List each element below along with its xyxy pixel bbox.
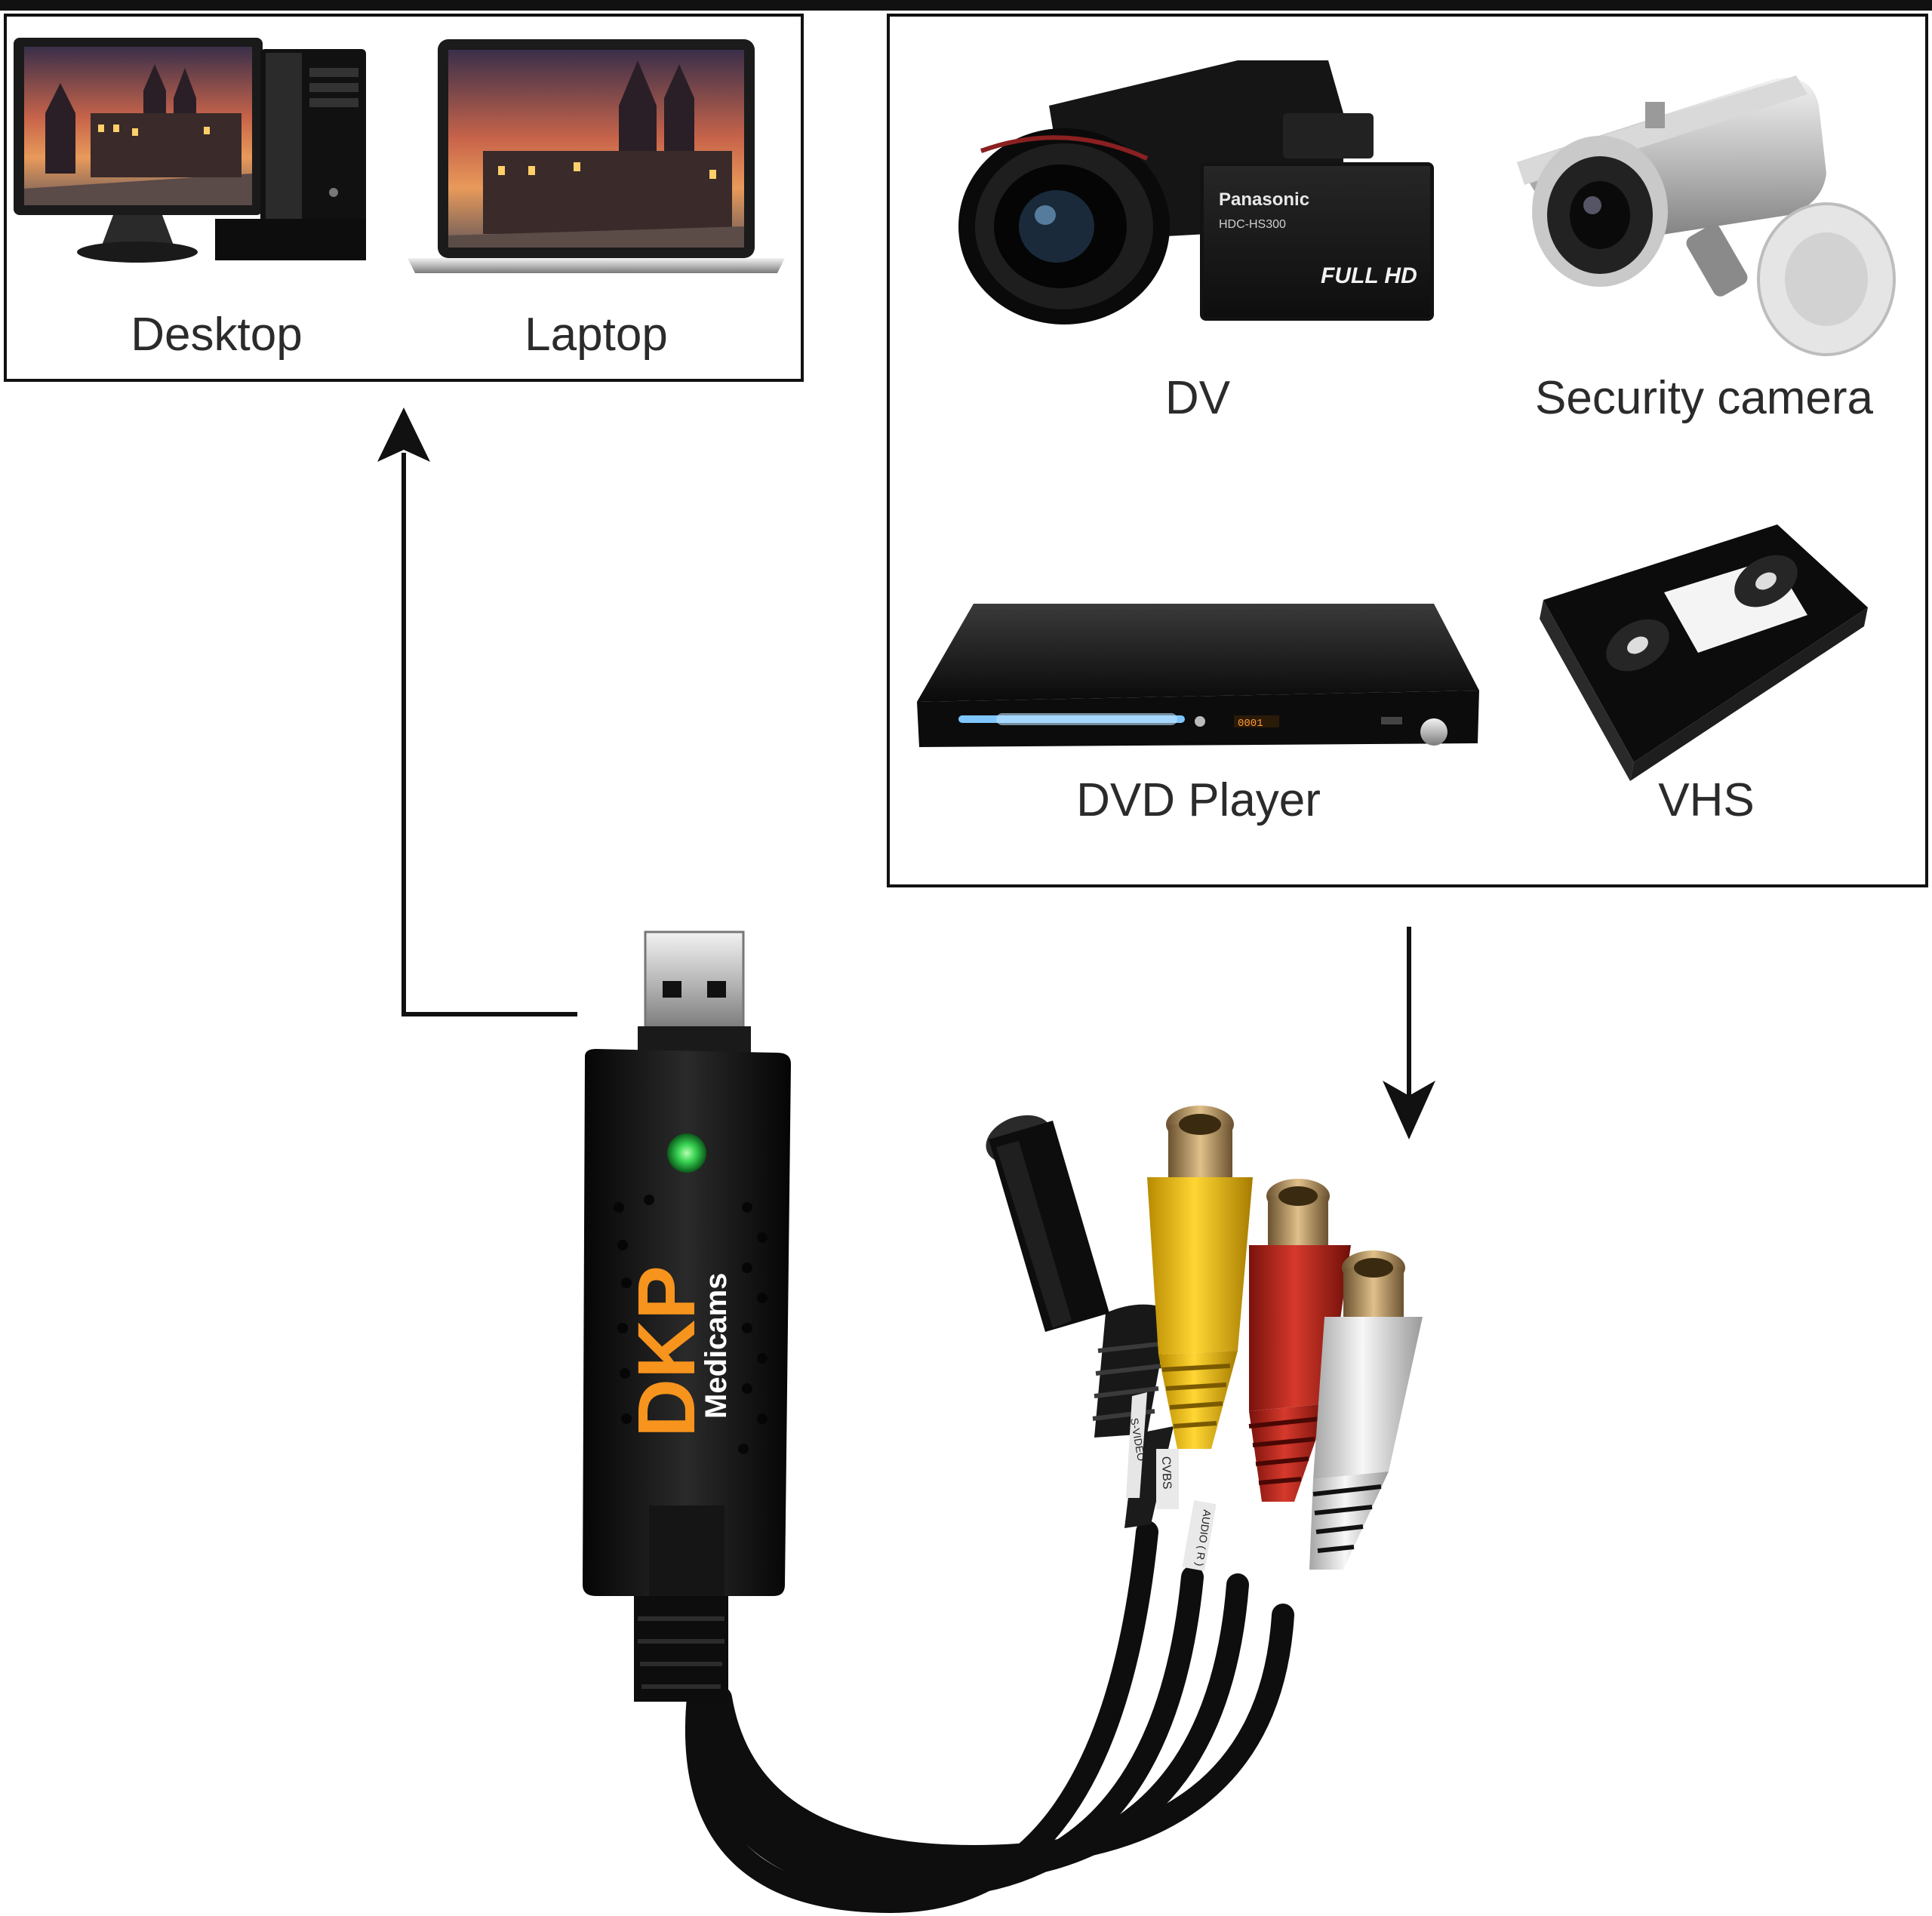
dvd-player-icon: 0001 xyxy=(917,604,1479,747)
arrow-to-computer xyxy=(377,407,577,1016)
dvd-player-label: DVD Player xyxy=(1076,774,1321,826)
usb-capture-device: DKP Medicams xyxy=(583,930,791,1702)
security-camera-label: Security camera xyxy=(1535,372,1873,424)
laptop-label: Laptop xyxy=(525,309,668,361)
yellow-rca-connector: CVBS xyxy=(1147,1106,1253,1509)
s-video-connector: S-VIDEO xyxy=(986,1115,1174,1528)
cable-bundle xyxy=(685,1521,1294,1914)
camcorder-model-text: HDC-HS300 xyxy=(1219,218,1286,231)
status-led-icon xyxy=(667,1133,706,1173)
arrow-from-sources xyxy=(1383,927,1435,1139)
security-camera-icon xyxy=(1517,75,1896,356)
camcorder-brand-text: Panasonic xyxy=(1219,189,1309,210)
laptop-computer-icon xyxy=(408,39,785,273)
camcorder-fullhd-badge: FULL HD xyxy=(1321,263,1417,288)
dv-camcorder-icon: Panasonic HDC-HS300 FULL HD xyxy=(958,60,1434,324)
svg-text:0001: 0001 xyxy=(1238,718,1263,730)
cvbs-cable-label: CVBS xyxy=(1159,1456,1174,1490)
desktop-computer-icon xyxy=(14,38,366,263)
dv-label: DV xyxy=(1164,372,1231,424)
vhs-label: VHS xyxy=(1658,774,1755,826)
sub-brand-text: Medicams xyxy=(700,1273,733,1419)
desktop-label: Desktop xyxy=(131,309,303,361)
white-rca-connector xyxy=(1309,1250,1423,1570)
top-border xyxy=(0,0,1932,11)
brand-logo-text: DKP xyxy=(620,1266,712,1438)
vhs-tape-icon xyxy=(1540,524,1868,781)
